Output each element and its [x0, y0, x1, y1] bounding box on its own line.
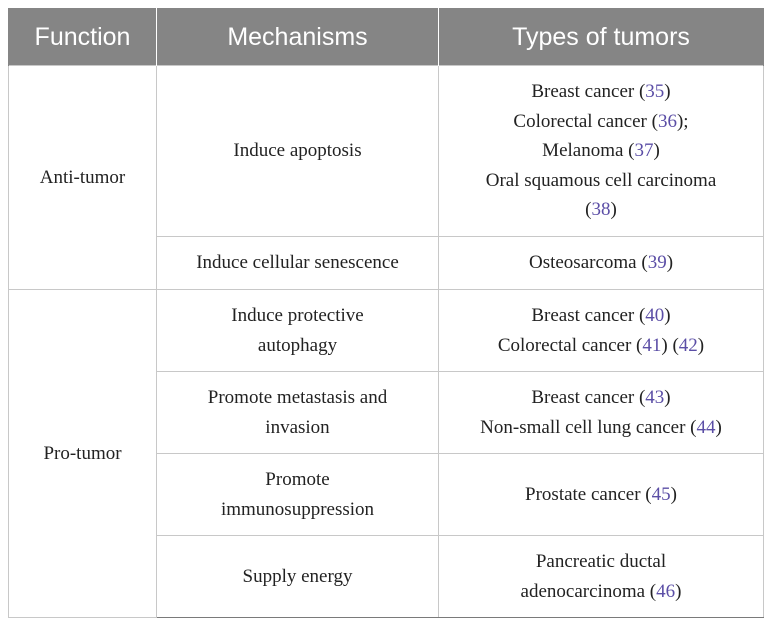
tumor-line: Non-small cell lung cancer (44) [445, 413, 757, 443]
tumor-text: Breast cancer ( [531, 387, 646, 408]
reference-link[interactable]: 40 [645, 305, 665, 326]
table-row: Anti-tumor Induce apoptosis Breast cancer … [8, 65, 764, 290]
mechanism-cell: Induce apoptosis [156, 65, 439, 237]
tumor-line: Breast cancer (35) [445, 77, 757, 107]
tumor-types-cell: Breast cancer (40)Colorectal cancer (41)… [438, 289, 764, 372]
tumor-function-table: Function Mechanisms Types of tumors Anti… [8, 8, 764, 618]
tumor-text: ) [653, 140, 660, 162]
tumor-text: adenocarcinoma ( [520, 580, 657, 602]
tumor-line: Breast cancer (40) [445, 301, 757, 331]
mechanism-line: autophagy [257, 334, 338, 356]
tumor-text: ) [697, 334, 705, 356]
table-header: Function Mechanisms Types of tumors [8, 8, 764, 66]
reference-link[interactable]: 39 [647, 252, 667, 274]
reference-link[interactable]: 43 [645, 387, 665, 408]
mechanism-line: Promote metastasis and [207, 387, 388, 408]
tumor-text: Pancreatic ductal [535, 551, 667, 572]
tumor-line: Prostate cancer (45) [445, 480, 757, 510]
tumor-text: Prostate cancer ( [525, 483, 652, 505]
reference-link[interactable]: 44 [696, 416, 716, 438]
function-cell: Pro-tumor [8, 289, 157, 618]
tumor-text: ) [666, 252, 674, 274]
tumor-types-cell: Osteosarcoma (39) [438, 236, 764, 290]
mechanism-line: Induce protective [231, 305, 364, 326]
tumor-types-cell: Prostate cancer (45) [438, 453, 764, 536]
function-cell: Anti-tumor [8, 65, 157, 290]
tumor-text: ) ( [661, 334, 679, 356]
tumor-text: Breast cancer ( [531, 305, 646, 326]
tumor-line: Oral squamous cell carcinoma [445, 166, 757, 196]
mechanism-line: Supply energy [242, 565, 353, 587]
reference-link[interactable]: 46 [656, 580, 676, 602]
tumor-text: Colorectal cancer ( [513, 110, 658, 132]
tumor-types-cell: Pancreatic ductal adenocarcinoma (46) [438, 535, 764, 618]
mechanism-cell: Supply energy [156, 535, 439, 618]
tumor-line: Melanoma (37) [445, 136, 757, 166]
tumor-text: Oral squamous cell carcinoma [485, 169, 717, 191]
mechanism-cell: Induce cellular senescence [156, 236, 439, 290]
header-mechanisms: Mechanisms [156, 8, 439, 66]
reference-link[interactable]: 36 [657, 110, 677, 132]
tumor-text: Melanoma ( [542, 140, 635, 162]
reference-link[interactable]: 42 [678, 334, 698, 356]
mechanism-cell: Promote immunosuppression [156, 453, 439, 536]
reference-link[interactable]: 35 [645, 81, 665, 103]
tumor-types-cell: Breast cancer (35)Colorectal cancer (36)… [438, 65, 764, 237]
mechanism-line: Promote [265, 469, 330, 490]
mechanism-cell: Promote metastasis and invasion [156, 371, 439, 454]
tumor-line: (38) [445, 195, 757, 225]
tumor-line: Osteosarcoma (39) [445, 248, 757, 278]
tumor-line: Colorectal cancer (41) (42) [445, 331, 757, 361]
tumor-text: ) [664, 81, 671, 103]
reference-link[interactable]: 45 [651, 483, 671, 505]
mechanism-line: invasion [265, 416, 330, 438]
tumor-text: ); [676, 110, 689, 132]
mechanism-line: Induce apoptosis [233, 140, 362, 162]
reference-link[interactable]: 38 [591, 199, 611, 221]
header-function: Function [8, 8, 157, 66]
tumor-text: ) [664, 387, 671, 408]
reference-link[interactable]: 41 [642, 334, 662, 356]
tumor-text: Colorectal cancer ( [497, 334, 643, 356]
reference-link[interactable]: 37 [634, 140, 654, 162]
table-row: Promote immunosuppression Prostate cancer … [9, 453, 764, 536]
tumor-text: ) [664, 305, 671, 326]
tumor-text: ) [670, 483, 677, 505]
tumor-text: ) [610, 199, 617, 221]
tumor-text: ( [585, 199, 592, 221]
tumor-line: adenocarcinoma (46) [445, 577, 757, 607]
tumor-line: Colorectal cancer (36); [445, 107, 757, 137]
tumor-line: Pancreatic ductal [445, 547, 757, 577]
mechanism-line: immunosuppression [220, 498, 375, 520]
tumor-line: Breast cancer (43) [445, 383, 757, 413]
header-row: Function Mechanisms Types of tumors [8, 8, 764, 66]
table-row: Induce cellular senescence Osteosarcoma (… [9, 236, 764, 290]
tumor-text: ) [715, 416, 722, 438]
mechanism-line: Induce cellular senescence [196, 252, 399, 274]
header-tumor-types: Types of tumors [438, 8, 764, 66]
tumor-text: Osteosarcoma ( [528, 252, 648, 274]
tumor-text: ) [675, 580, 682, 602]
tumor-types-cell: Breast cancer (43)Non-small cell lung ca… [438, 371, 764, 454]
table-row: Supply energy Pancreatic ductal adenocarci… [9, 535, 764, 618]
tumor-text: Non-small cell lung cancer ( [480, 416, 697, 438]
mechanism-cell: Induce protective autophagy [156, 289, 439, 372]
tumor-text: Breast cancer ( [531, 81, 646, 103]
